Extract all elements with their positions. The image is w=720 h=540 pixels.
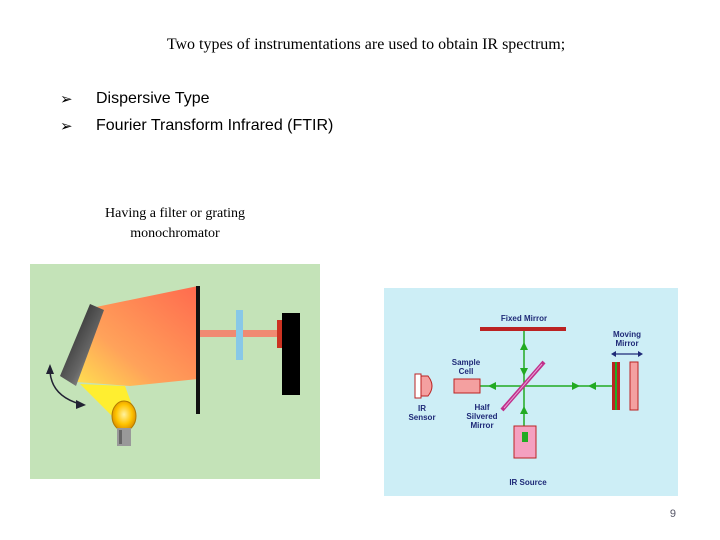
svg-text:IR: IR	[418, 404, 426, 413]
ir-sensor-label: IR Sensor	[408, 404, 435, 422]
bullet-item-dispersive: ➢ Dispersive Type	[60, 87, 210, 111]
beam-arrow-icon	[488, 382, 496, 390]
moving-mirror-backplate	[629, 361, 639, 411]
detector-plate	[277, 320, 282, 348]
ftir-diagram: Fixed Mirror Sample Cell IR Sensor Half …	[384, 288, 678, 496]
sample-cell-icon	[453, 378, 481, 394]
page-number: 9	[669, 508, 676, 520]
beam-arrow-icon	[588, 382, 596, 390]
svg-text:Silvered: Silvered	[466, 412, 497, 421]
arrow-bullet-icon: ➢	[60, 90, 73, 108]
bullet-item-ftir: ➢ Fourier Transform Infrared (FTIR)	[60, 114, 333, 138]
svg-text:Cell: Cell	[459, 367, 474, 376]
half-silvered-mirror-shine	[503, 363, 543, 409]
bullet-text: Dispersive Type	[96, 90, 210, 107]
ir-sensor-body	[414, 373, 422, 399]
double-arrow-left	[611, 351, 616, 357]
svg-text:Mirror: Mirror	[615, 339, 638, 348]
ir-source-element	[522, 432, 528, 442]
beam-arrow-icon	[572, 382, 580, 390]
bullet-text: Fourier Transform Infrared (FTIR)	[96, 117, 334, 134]
sample-cell-label: Sample Cell	[452, 358, 481, 376]
fixed-mirror-label: Fixed Mirror	[501, 314, 547, 323]
detector-icon	[282, 313, 300, 395]
dispersive-diagram	[30, 264, 320, 479]
lamp-base-shade	[119, 430, 122, 444]
lamp-icon	[111, 400, 137, 432]
double-arrow-right	[638, 351, 643, 357]
half-silvered-mirror-label: Half Silvered Mirror	[466, 403, 497, 430]
diagram-background	[384, 288, 678, 496]
arrowhead-up	[46, 364, 54, 374]
svg-text:Half: Half	[474, 403, 489, 412]
beam-arrow-icon	[520, 368, 528, 376]
grating-icon	[60, 304, 104, 386]
svg-text:Sensor: Sensor	[408, 413, 435, 422]
fixed-mirror-icon	[480, 327, 566, 331]
moving-mirror-strip	[615, 362, 617, 410]
intro-text: Two types of instrumentations are used t…	[166, 36, 566, 53]
svg-text:Sample: Sample	[452, 358, 481, 367]
rotation-arrow-icon	[49, 371, 81, 405]
ir-source-label: IR Source	[509, 478, 547, 487]
arrow-bullet-icon: ➢	[60, 117, 73, 135]
beam-arrow-icon	[520, 342, 528, 350]
filter-icon	[236, 310, 243, 360]
svg-text:Mirror: Mirror	[470, 421, 493, 430]
moving-mirror-label: Moving Mirror	[613, 330, 641, 348]
svg-text:Moving: Moving	[613, 330, 641, 339]
dispersive-caption: Having a filter or grating monochromator	[105, 206, 245, 241]
beam-arrow-icon	[520, 406, 528, 414]
light-fan-beam	[77, 286, 198, 386]
slit-bar	[196, 286, 200, 414]
ir-sensor-icon	[419, 375, 433, 397]
arrowhead-right	[76, 400, 86, 409]
